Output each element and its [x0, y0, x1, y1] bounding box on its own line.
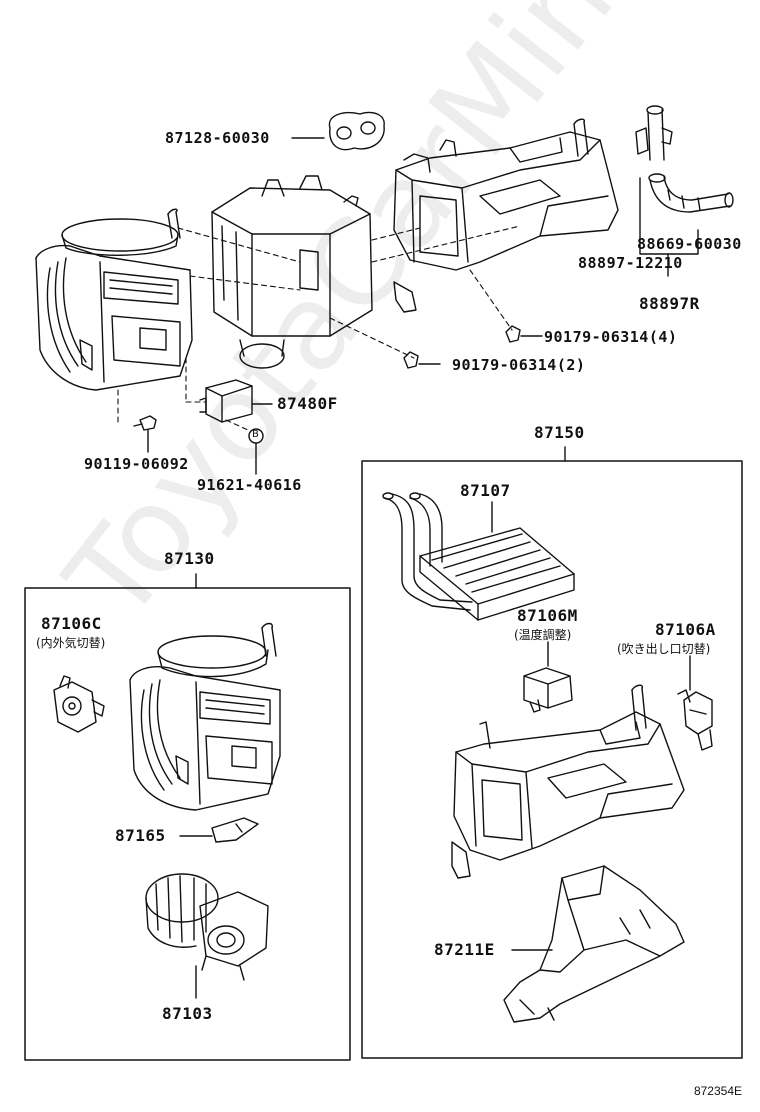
clip-90179-2 [404, 352, 440, 368]
label-87165: 87165 [115, 826, 166, 845]
label-88897-12210: 88897-12210 [578, 254, 683, 272]
label-90179-2: 90179-06314(2) [452, 356, 586, 374]
label-87106m-note: (温度調整) [514, 628, 572, 642]
screw-90119 [134, 416, 156, 452]
evaporator-case [212, 176, 372, 368]
heater-core-87107 [383, 493, 574, 620]
assembly-guides [118, 226, 520, 430]
label-91621-40616: 91621-40616 [197, 476, 302, 494]
label-87106a: 87106A [655, 620, 716, 639]
damper-servo-87106c [54, 676, 104, 732]
label-87128-60030: 87128-60030 [165, 129, 270, 147]
label-87106m: 87106M [517, 606, 578, 625]
label-87107: 87107 [460, 481, 511, 500]
label-90119-06092: 90119-06092 [84, 455, 189, 473]
note-b-mark: B [252, 429, 259, 440]
bolt-91621 [249, 429, 263, 474]
leader-88897 [640, 178, 698, 276]
heater-case-87150 [452, 685, 684, 878]
figure-id: 872354E [693, 1084, 742, 1098]
amplifier-87480f [200, 380, 272, 422]
label-87150: 87150 [534, 423, 585, 442]
label-87130: 87130 [164, 549, 215, 568]
duct-87211e [504, 866, 684, 1022]
grommet-87128 [329, 113, 384, 150]
label-88669-60030: 88669-60030 [637, 235, 742, 253]
label-87480f: 87480F [277, 394, 338, 413]
clip-90179-4 [506, 326, 542, 342]
label-87211e: 87211E [434, 940, 495, 959]
drain-hose [636, 106, 733, 212]
label-87106a-note: (吹き出し口切替) [617, 642, 711, 656]
box-87150 [362, 461, 742, 1058]
label-87103: 87103 [162, 1004, 213, 1023]
label-88897r: 88897R [639, 294, 700, 313]
blower-motor-87103 [146, 874, 268, 998]
resistor-87165 [180, 818, 258, 842]
label-87106c-note: (内外気切替) [36, 636, 106, 650]
blower-housing [36, 209, 192, 390]
servo-87106a [678, 656, 712, 750]
box-87130 [25, 588, 350, 1060]
label-90179-4: 90179-06314(4) [544, 328, 678, 346]
heater-case [394, 119, 618, 312]
label-87106c: 87106C [41, 614, 102, 633]
servo-87106m [524, 642, 572, 712]
blower-unit-87130 [130, 624, 280, 811]
